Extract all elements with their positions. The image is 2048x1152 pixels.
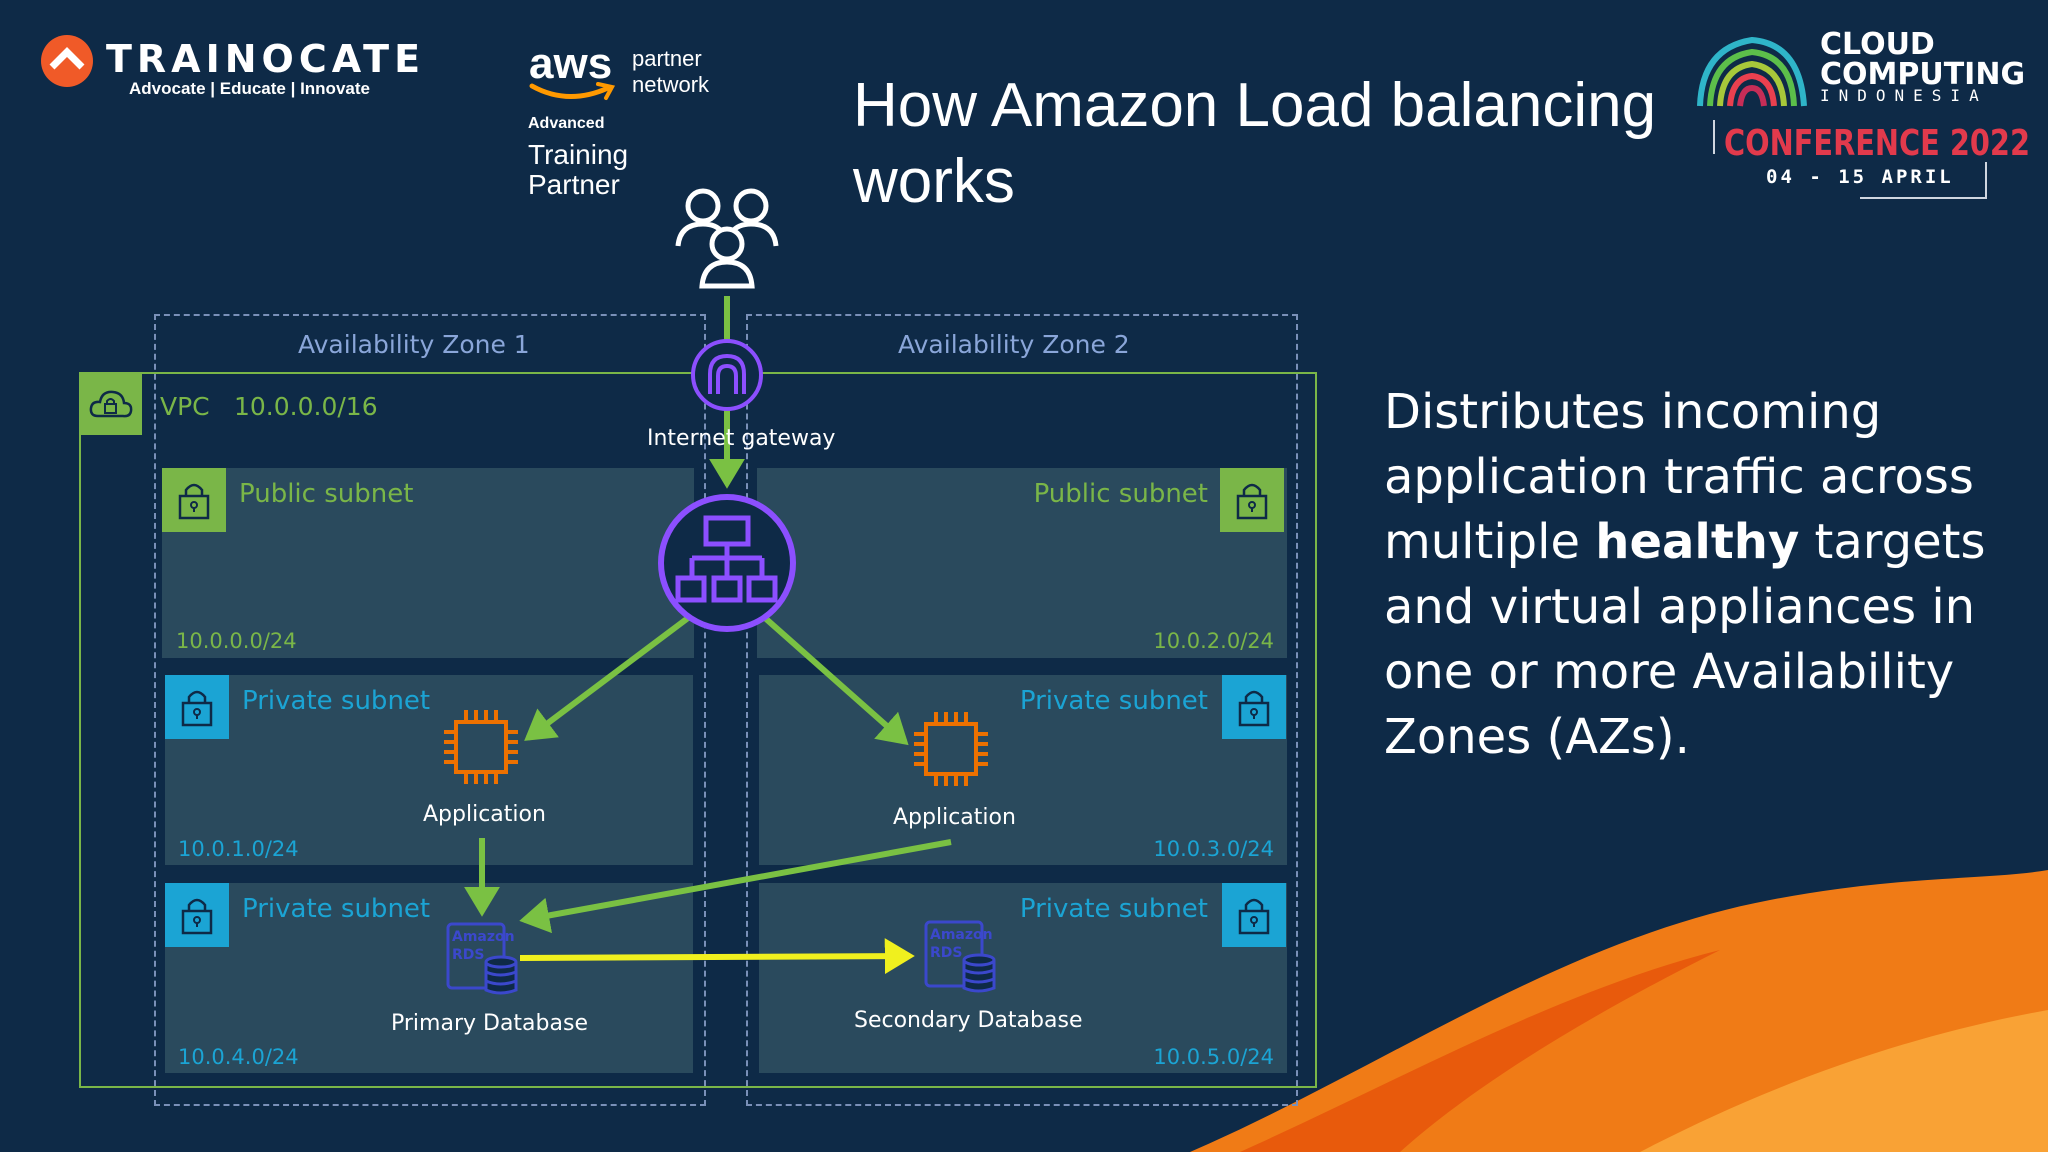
description-text-2: targets and virtual appliances in one or… [1384, 514, 1986, 765]
conference-event: CONFERENCE 2022 [1724, 123, 2031, 164]
private-subnet-az1-app [165, 675, 693, 865]
internet-gateway-icon [691, 339, 763, 411]
availability-zone-2-label: Availability Zone 2 [898, 330, 1130, 359]
private-subnet-az2-app [759, 675, 1287, 865]
arrow-elb-to-app1 [524, 615, 690, 741]
subnet-label-private-az2-db: Private subnet [1019, 894, 1208, 924]
private-lock-icon-az2-app [1222, 675, 1286, 739]
page-title: How Amazon Load balancing works [853, 71, 1657, 216]
availability-zone-2 [746, 314, 1298, 1106]
aws-partner-program: Training Partner [528, 139, 629, 200]
vpc-cloud-icon [80, 373, 142, 435]
ec2-chip-icon-app1 [444, 710, 518, 784]
conference-line1: CLOUD [1820, 27, 1935, 62]
trainocate-logo: TRAINOCATE Advocate | Educate | Innovate [40, 32, 420, 102]
conference-logo: CLOUD COMPUTING INDONESIA CONFERENCE 202… [1692, 26, 2030, 206]
rds-icon-secondary: Amazon RDS [924, 920, 998, 994]
subnet-cidr-public-az1: 10.0.0.0/24 [176, 629, 297, 653]
arrow-elb-to-app2 [763, 615, 909, 746]
private-lock-icon-az1-db [165, 883, 229, 947]
users-icon [675, 188, 779, 289]
app1-label: Application [423, 802, 546, 827]
public-subnet-az1 [162, 468, 694, 658]
trainocate-name: TRAINOCATE [106, 37, 426, 81]
conference-line2: COMPUTING [1820, 57, 2026, 92]
rds-text-line1: Amazon [930, 927, 993, 943]
conference-frame [1713, 120, 1987, 199]
rds-text-line2: RDS [930, 945, 963, 961]
conference-dates: 04 - 15 APRIL [1766, 166, 1954, 188]
description: Distributes incoming application traffic… [1384, 380, 2004, 770]
subnet-label-private-az1-db: Private subnet [242, 894, 431, 924]
rds-box-icon [924, 920, 996, 993]
private-lock-icon-az2-db [1222, 883, 1286, 947]
db1-label: Primary Database [391, 1011, 588, 1036]
subnet-label-public-az2: Public subnet [1033, 479, 1208, 509]
subnet-cidr-private-az1-app: 10.0.1.0/24 [178, 837, 299, 861]
public-lock-icon-az2 [1220, 468, 1284, 532]
availability-zone-1-label: Availability Zone 1 [298, 330, 530, 359]
vpc-cidr: 10.0.0.0/16 [234, 392, 378, 421]
load-balancer-icon [658, 494, 796, 632]
subnet-label-public-az1: Public subnet [239, 479, 414, 509]
arrow-app2-to-db1 [519, 839, 952, 934]
private-subnet-az2-db [759, 883, 1287, 1073]
subnet-cidr-public-az2: 10.0.2.0/24 [1153, 629, 1274, 653]
db2-label: Secondary Database [854, 1008, 1083, 1033]
public-lock-icon-az1 [162, 468, 226, 532]
aws-smile-icon [529, 82, 616, 100]
subnet-cidr-private-az2-app: 10.0.3.0/24 [1153, 837, 1274, 861]
subnet-cidr-private-az1-db: 10.0.4.0/24 [178, 1045, 299, 1069]
rds-text-line1: Amazon [452, 929, 515, 945]
subnet-label-private-az2-app: Private subnet [1019, 686, 1208, 716]
trainocate-mark-icon [41, 35, 93, 87]
conference-fingerprint-icon [1697, 36, 1807, 107]
rds-text-line2: RDS [452, 947, 485, 963]
conference-country: INDONESIA [1820, 86, 1988, 105]
aws-wordmark: aws [529, 39, 613, 88]
vpc-label: VPC [160, 392, 210, 421]
rds-box-icon [446, 922, 518, 995]
description-emphasis: healthy [1595, 514, 1800, 570]
public-subnet-az2 [757, 468, 1287, 658]
app2-label: Application [893, 805, 1016, 830]
ec2-chip-icon-app2 [914, 712, 988, 786]
trainocate-tagline: Advocate | Educate | Innovate [129, 79, 370, 98]
description-text-1: Distributes incoming application traffic… [1384, 384, 1974, 570]
arrow-db-replication [519, 938, 915, 975]
internet-gateway-label: Internet gateway [647, 426, 836, 451]
rds-icon-primary: Amazon RDS [446, 922, 520, 996]
aws-partner-network: partner network [632, 46, 710, 97]
private-subnet-az1-db [165, 883, 693, 1073]
subnet-cidr-private-az2-db: 10.0.5.0/24 [1153, 1045, 1274, 1069]
subnet-label-private-az1-app: Private subnet [242, 686, 431, 716]
availability-zone-1 [154, 314, 706, 1106]
aws-partner-level: Advanced [528, 115, 605, 132]
aws-partner-logo: aws partner network Advanced Training Pa… [526, 40, 746, 210]
private-lock-icon-az1-app [165, 675, 229, 739]
